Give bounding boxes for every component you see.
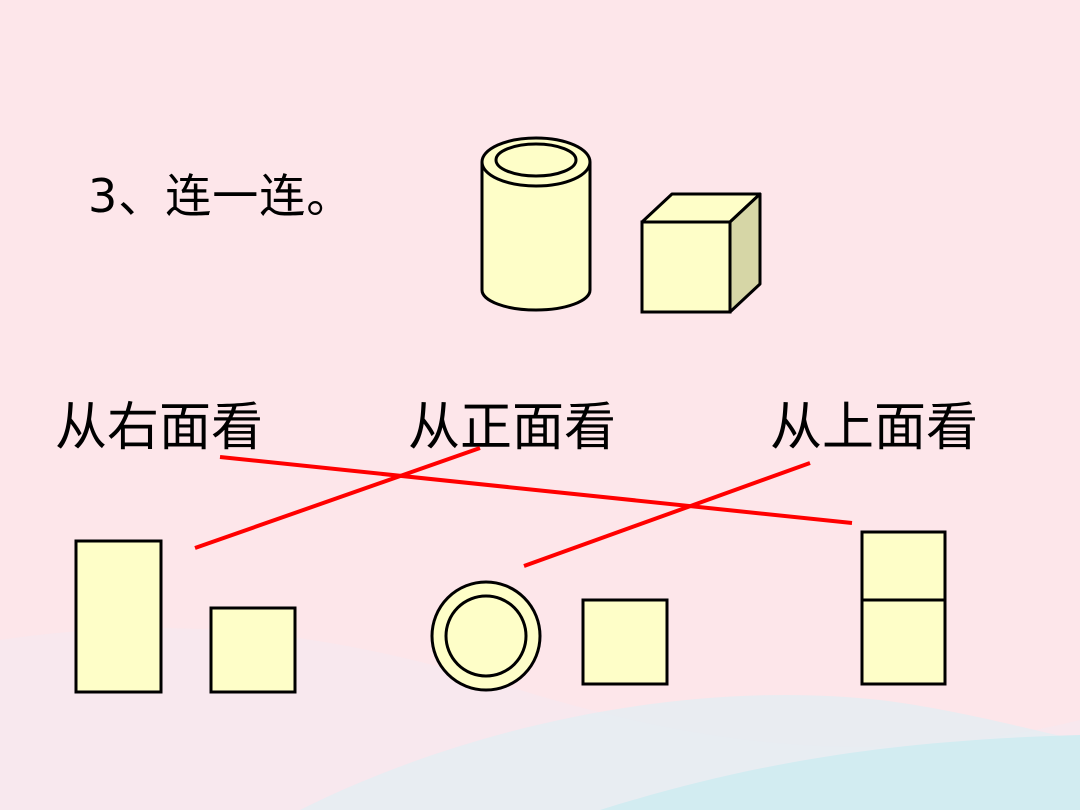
small-square-icon xyxy=(209,606,297,694)
label-view-from-right: 从右面看 xyxy=(55,398,264,458)
connector-front-view xyxy=(194,446,481,550)
connector-right-view xyxy=(219,455,853,525)
label-view-from-top: 从上面看 xyxy=(770,398,979,458)
cylinder-icon xyxy=(480,136,592,312)
tall-rectangle-icon xyxy=(74,539,163,694)
exercise-title: 3、连一连。 xyxy=(88,169,354,223)
ring-circle-icon xyxy=(430,580,542,692)
connector-top-view xyxy=(523,461,811,568)
cube-icon xyxy=(640,192,762,314)
square-icon xyxy=(581,598,669,686)
label-view-from-front: 从正面看 xyxy=(408,398,617,458)
stacked-squares-icon xyxy=(860,530,947,686)
